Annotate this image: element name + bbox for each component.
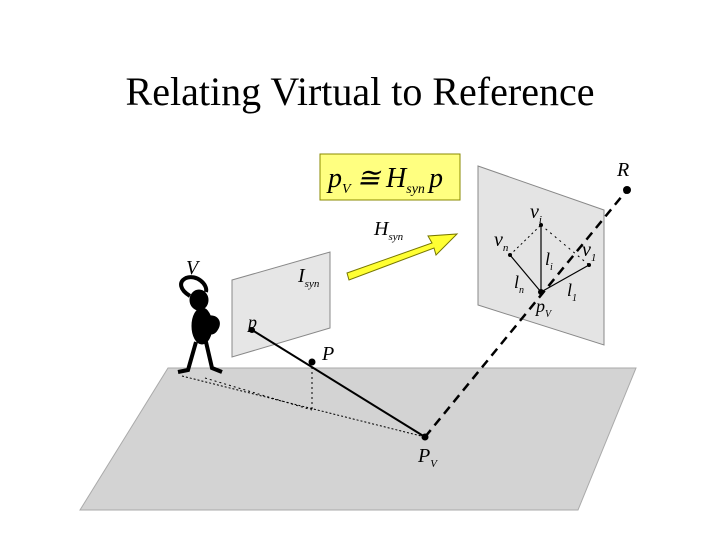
label-vn: vn <box>494 229 509 254</box>
label-li: li <box>545 249 553 273</box>
ground-plane <box>79 367 637 511</box>
point-PV <box>421 433 429 441</box>
foot-to-drop-line <box>204 377 313 411</box>
viewing-ray <box>251 329 426 438</box>
viewer-figure <box>177 275 223 374</box>
equation-box <box>319 153 461 201</box>
foot-to-pv-line <box>181 375 426 438</box>
point-R <box>623 186 631 194</box>
homography-label: Hsyn <box>373 218 404 243</box>
pv-to-r-line <box>424 189 628 438</box>
label-l1: l1 <box>567 280 577 304</box>
homography-arrow <box>346 233 459 281</box>
label-V: V <box>186 257 201 279</box>
epipolar-lines <box>508 223 591 295</box>
point-p <box>249 327 255 333</box>
point-P <box>308 358 316 366</box>
label-I-syn: Isyn <box>297 265 320 290</box>
label-R: R <box>616 159 629 181</box>
label-v1: v1 <box>582 239 596 264</box>
virtual-plane <box>231 251 331 358</box>
label-p: p <box>246 312 257 332</box>
label-pV: pV <box>534 296 553 320</box>
label-PV: PV <box>417 445 438 470</box>
label-ln: ln <box>514 272 524 296</box>
label-vi: vi <box>530 201 542 226</box>
label-P: P <box>321 343 334 365</box>
slide-title: Relating Virtual to Reference <box>125 69 595 114</box>
